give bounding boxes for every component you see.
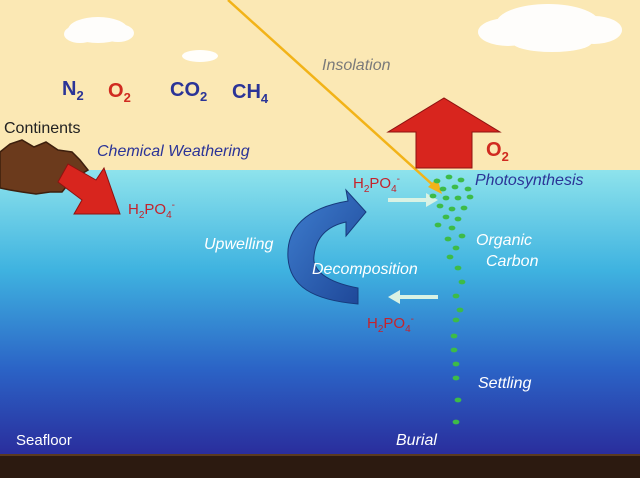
phosphate-po: PO <box>383 315 406 332</box>
organic-particle <box>458 279 466 285</box>
organic-particle <box>439 186 447 192</box>
organic-particle <box>452 419 460 425</box>
organic-particle <box>433 178 441 184</box>
burial-label: Burial <box>396 432 437 449</box>
organic-particle <box>456 307 464 313</box>
decomposition-label: Decomposition <box>312 261 418 278</box>
phosphate-h-sub: 2 <box>377 324 384 335</box>
upwelling-label: Upwelling <box>204 236 274 253</box>
organic-particle <box>457 177 465 183</box>
phosphate-charge: - <box>171 200 175 211</box>
cloud-small <box>182 50 218 62</box>
organic-particle <box>436 203 444 209</box>
gas-n2-sub: 2 <box>76 88 84 103</box>
phosphate-h: H <box>367 315 378 332</box>
o2-release-sub: 2 <box>501 149 509 164</box>
upwelling-cycle-arrow <box>287 188 367 305</box>
organic-particle <box>454 216 462 222</box>
gas-o2-sub: 2 <box>123 90 131 105</box>
organic-particles <box>429 174 474 425</box>
organic-particle <box>458 233 466 239</box>
organic-particle <box>452 245 460 251</box>
organic-particle <box>452 293 460 299</box>
photosynthesis-label: Photosynthesis <box>475 172 584 189</box>
seafloor-sediment <box>0 454 640 478</box>
phosphate-h: H <box>353 175 364 192</box>
phosphate-decomposition-label: H2PO4- <box>367 314 414 335</box>
gas-co2-sub: 2 <box>200 89 208 104</box>
phosphate-charge: - <box>410 314 414 325</box>
organic-particle <box>446 254 454 260</box>
phosphate-charge: - <box>396 174 400 185</box>
settling-label: Settling <box>478 375 532 392</box>
gas-co2-base: CO <box>170 79 200 101</box>
insolation-ray <box>227 0 435 187</box>
organic-particle <box>452 375 460 381</box>
organic-particle <box>450 333 458 339</box>
organic-particle <box>460 205 468 211</box>
insolation-label: Insolation <box>322 57 391 74</box>
cloud-left <box>64 17 134 43</box>
gas-co2: CO2 <box>170 79 207 104</box>
phosphate-po-sub: 4 <box>391 184 397 195</box>
organic-particle <box>452 361 460 367</box>
gas-o2-base: O <box>108 80 124 102</box>
gas-ch4: CH4 <box>232 81 268 106</box>
weathering-arrow <box>57 163 121 215</box>
seafloor-label: Seafloor <box>16 432 72 449</box>
organic-particle <box>450 347 458 353</box>
organic-particle <box>448 225 456 231</box>
o2-release-label: O2 <box>486 139 509 164</box>
organic-particle <box>442 195 450 201</box>
phosphate-po: PO <box>144 201 167 218</box>
o2-release-base: O <box>486 139 502 161</box>
gas-o2: O2 <box>108 80 131 105</box>
phosphate-arrow-lower <box>388 290 438 304</box>
organic-particle <box>442 214 450 220</box>
gas-n2: N2 <box>62 78 84 103</box>
continents-label: Continents <box>4 120 81 137</box>
organic-particle <box>444 236 452 242</box>
gas-ch4-base: CH <box>232 81 261 103</box>
phosphate-h: H <box>128 201 139 218</box>
organic-particle <box>451 184 459 190</box>
organic-particle <box>429 193 437 199</box>
organic-particle <box>454 397 462 403</box>
phosphate-arrow-upper <box>388 193 438 207</box>
phosphate-upwelled-label: H2PO4- <box>353 174 400 195</box>
phosphate-h-sub: 2 <box>138 210 145 221</box>
phosphate-weathering-label: H2PO4- <box>128 200 175 221</box>
organic-particle <box>452 317 460 323</box>
phosphate-po-sub: 4 <box>405 324 411 335</box>
phosphate-po: PO <box>369 175 392 192</box>
organic-particle <box>434 222 442 228</box>
gas-ch4-sub: 4 <box>260 91 269 106</box>
organic-particle <box>454 195 462 201</box>
phosphate-po-sub: 4 <box>166 210 172 221</box>
organic-particle <box>448 206 456 212</box>
cloud-right <box>478 4 622 52</box>
insolation-arrowhead <box>428 178 442 194</box>
chemical-weathering-label: Chemical Weathering <box>97 143 250 160</box>
o2-release-arrow <box>386 97 502 169</box>
organic-particle <box>466 194 474 200</box>
gas-n2-base: N <box>62 78 77 100</box>
organic-particle <box>454 265 462 271</box>
organic-particle <box>464 186 472 192</box>
organic-particle <box>445 174 453 180</box>
organic-carbon-label-line1: Organic <box>476 232 533 249</box>
organic-carbon-label-line2: Carbon <box>486 253 539 270</box>
phosphate-h-sub: 2 <box>363 184 370 195</box>
